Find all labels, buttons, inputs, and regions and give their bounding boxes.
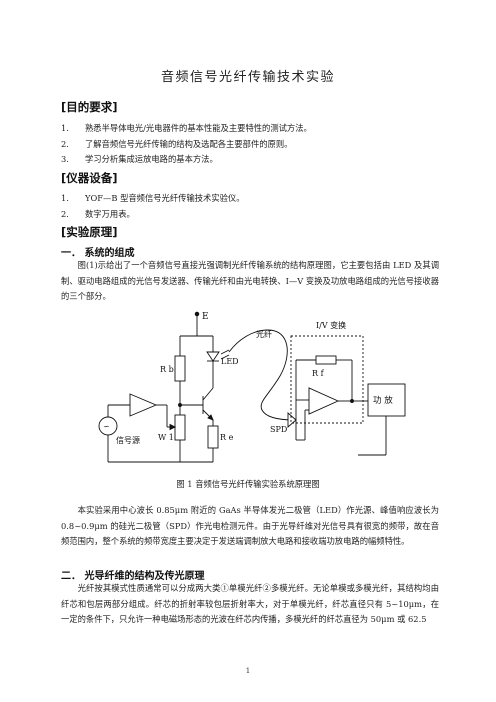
list-item: 3.学习分析集成运放电路的基本方法。	[61, 154, 218, 164]
paragraph-fiber: 光纤按其模式性质通常可以分成两大类①单模光纤②多模光纤。无论单模或多模光纤，其结…	[61, 583, 439, 625]
list-item: 2.了解音频信号光纤传输的结构及选配各主要部件的原则。	[61, 138, 293, 149]
page-number: 1	[245, 667, 251, 675]
label-signal-source: 信号源	[116, 435, 140, 445]
label-spd: SPD	[270, 425, 287, 434]
paragraph-devices: 本实验采用中心波长 0.85μm 附近的 GaAs 半导体发光二极管（LED）作…	[61, 505, 439, 547]
label-rb: R b	[160, 365, 174, 374]
section-equipment: [仪器设备]	[61, 171, 118, 185]
subsection-fiber: 二． 光导纤维的结构及传光原理	[61, 571, 205, 582]
signal-source-icon: ∽	[103, 422, 110, 431]
equipment-list: 1.YOF—B 型音频信号光纤传输技术实验仪。 2.数字万用表。	[61, 191, 441, 222]
section-principle: [实验原理]	[61, 225, 118, 239]
label-iv: I/V 变换	[316, 320, 346, 330]
label-re: R e	[220, 433, 234, 442]
page-title: 音频信号光纤传输技术实验	[160, 70, 335, 85]
paragraph-system: 图(1)示给出了一个音频信号直接光强调制光纤传输系统的结构原理图，它主要包括由 …	[61, 260, 439, 302]
label-led: LED	[221, 357, 239, 366]
objectives-list: 1.熟悉半导体电光/光电器件的基本性能及主要特性的测试方法。 2.了解音频信号光…	[61, 121, 441, 168]
subsection-system: 一． 系统的组成	[61, 248, 135, 259]
label-rf: R f	[312, 369, 325, 378]
list-item: 2.数字万用表。	[61, 208, 135, 219]
list-item: 1.熟悉半导体电光/光电器件的基本性能及主要特性的测试方法。	[61, 123, 312, 133]
label-power-amp: 功 放	[373, 395, 393, 406]
list-item: 1.YOF—B 型音频信号光纤传输技术实验仪。	[61, 193, 245, 203]
figure-caption: 图 1 音频信号光纤传输实验系统原理图	[176, 479, 320, 489]
label-e: E	[202, 312, 209, 322]
section-objectives: [目的要求]	[61, 100, 118, 114]
label-fiber: 光纤	[256, 329, 272, 339]
label-w1: W 1	[158, 433, 174, 442]
